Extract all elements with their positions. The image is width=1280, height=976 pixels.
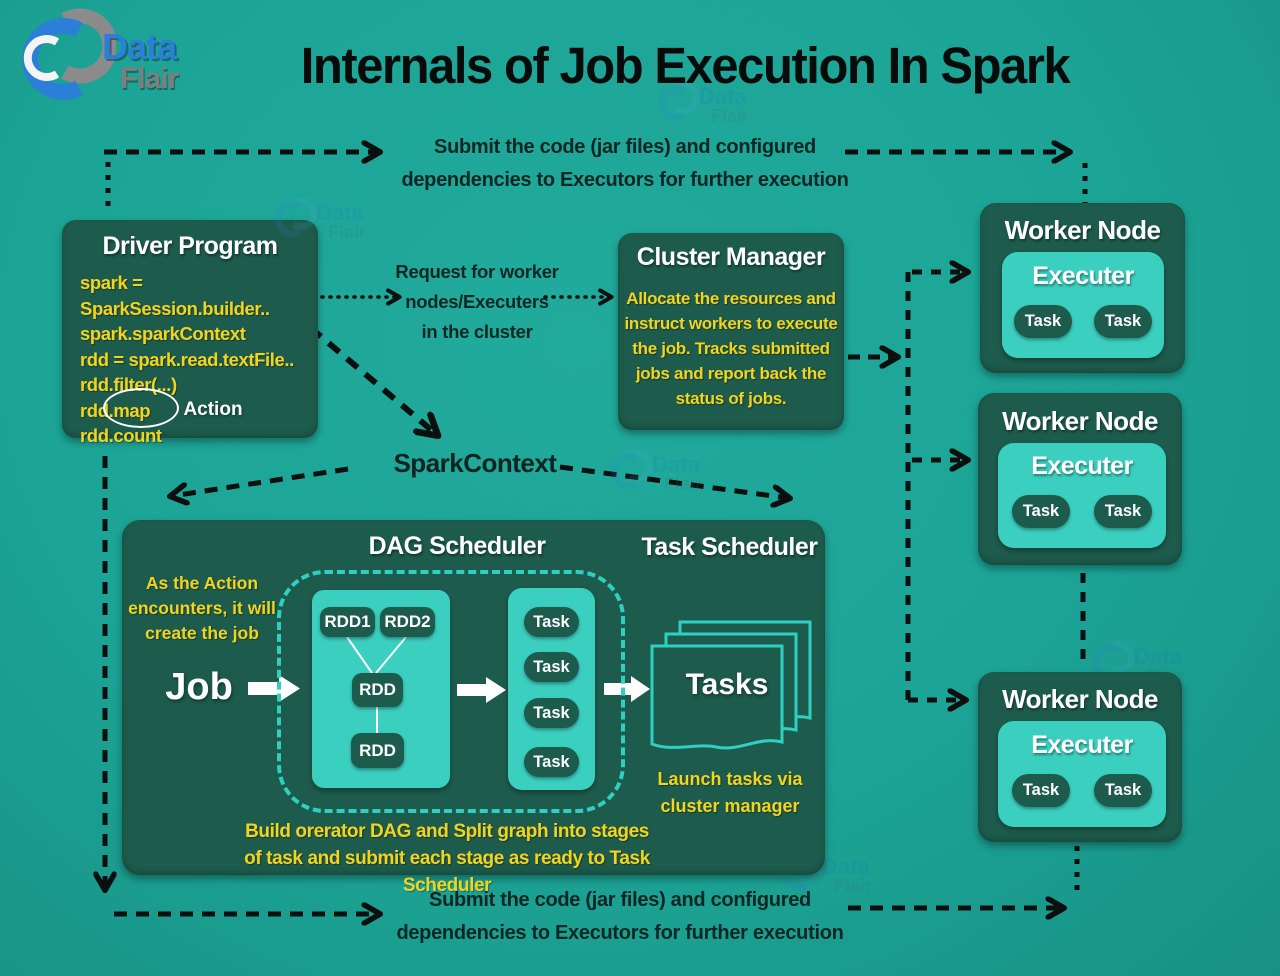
arrow-sparkcontext-right [559,464,788,498]
rdd-bottom-pill: RDD [351,733,404,768]
build-dag-note: Build orerator DAG and Split graph into … [212,818,682,899]
tasks-doc-label: Tasks [685,668,769,701]
block-arrow-icon [248,675,300,702]
action-label: Action [183,399,243,420]
driver-program-box: Driver Program spark = SparkSession.buil… [62,220,318,446]
launch-note-line: cluster manager [660,796,800,816]
launch-note-line: Launch tasks via [657,769,803,789]
spark-context-label: SparkContext [393,448,557,478]
code-line: rdd = spark.read.textFile.. [80,348,294,370]
executor-title: Executer [1031,731,1133,759]
submit-note-top-line2: dependencies to Executors for further ex… [401,169,849,191]
request-worker-line2: nodes/Executers [405,291,549,312]
worker-node-title: Worker Node [1004,215,1161,245]
cluster-manager-description: Allocate the resources and instruct work… [624,286,838,411]
task-pill: Task [524,747,579,777]
request-worker-note: Request for worker nodes/Executers in th… [374,257,580,347]
task-pill: Task [524,698,579,728]
executor-title: Executer [1032,262,1134,290]
worker-node-3: Worker Node Executer Task Task [978,672,1182,842]
rdd1-pill: RDD1 [320,607,375,637]
action-note-line: As the Action [145,573,259,593]
block-arrow-icon [457,677,506,703]
stage-box-rdd: RDD1 RDD2 RDD RDD [312,590,450,788]
submit-note-top-line1: Submit the code (jar files) and configur… [434,136,816,158]
task-column-box: Task Task Task Task [508,588,595,790]
logo-text-data: Data [102,26,177,67]
action-circle [103,388,179,428]
page-title: Internals of Job Execution In Spark [300,37,1071,94]
request-worker-line3: in the cluster [421,321,533,342]
build-note-line: Build orerator DAG and Split graph into … [245,821,649,842]
cluster-line: the job. Tracks submitted [632,339,830,358]
dataflair-logo-icon [22,8,116,100]
logo-text-flair: Flair [120,62,179,95]
worker-node-2: Worker Node Executer Task Task [978,393,1182,565]
dag-scheduler-title: DAG Scheduler [368,532,546,560]
executor-title: Executer [1031,452,1133,480]
action-encounter-note: As the Action encounters, it will create… [128,571,276,646]
block-arrow-icon [604,676,650,702]
worker-task-pill: Task [1014,305,1072,338]
worker-task-pill: Task [1094,774,1152,807]
submit-note-bottom-line1: Submit the code (jar files) and configur… [429,889,811,911]
worker-node-title: Worker Node [1002,684,1158,714]
executor-box: Executer Task Task [1002,252,1164,358]
build-note-line: of task and submit each stage as ready t… [244,848,650,896]
cluster-line: Allocate the resources and [626,289,836,308]
arrow-sparkcontext-left [172,466,349,496]
cluster-line: instruct workers to execute [624,314,838,333]
job-label: Job [165,666,233,708]
driver-program-title: Driver Program [102,232,278,260]
task-pill: Task [524,607,579,637]
submit-note-bottom-line2: dependencies to Executors for further ex… [396,922,844,944]
rdd-mid-pill: RDD [352,673,403,707]
submit-note-top: Submit the code (jar files) and configur… [390,136,860,192]
task-scheduler-title: Task Scheduler [641,533,818,561]
code-line: spark = SparkSession.builder.. [80,272,270,319]
code-line: spark.sparkContext [80,323,246,344]
scheduler-box: DAG Scheduler Task Scheduler As the Acti… [122,520,825,896]
rdd-lineage-lines [346,636,407,733]
request-worker-line1: Request for worker [395,261,559,282]
dataflair-logo: Data Flair [16,8,216,108]
worker-node-1: Worker Node Executer Task Task [980,203,1185,373]
worker-task-pill: Task [1094,495,1152,528]
cluster-line: jobs and report back the [635,364,827,383]
worker-task-pill: Task [1094,305,1152,338]
cluster-manager-box: Cluster Manager Allocate the resources a… [618,233,844,430]
executor-box: Executer Task Task [998,721,1166,827]
worker-node-title: Worker Node [1002,406,1158,436]
action-note-line: encounters, it will [128,598,276,618]
cluster-line: status of jobs. [675,389,787,408]
submit-note-bottom: Submit the code (jar files) and configur… [385,889,855,945]
cluster-manager-title: Cluster Manager [636,243,826,271]
driver-code: spark = SparkSession.builder.. spark.spa… [80,270,318,449]
code-line-action: rdd.count [80,425,162,446]
dag-stage-container [277,570,625,813]
action-note-line: create the job [145,623,259,643]
executor-box: Executer Task Task [998,443,1166,548]
tasks-document-icon [650,620,812,750]
worker-task-pill: Task [1012,495,1070,528]
launch-tasks-note: Launch tasks via cluster manager [645,766,815,820]
task-pill: Task [524,652,579,682]
worker-task-pill: Task [1012,774,1070,807]
rdd2-pill: RDD2 [380,607,435,637]
